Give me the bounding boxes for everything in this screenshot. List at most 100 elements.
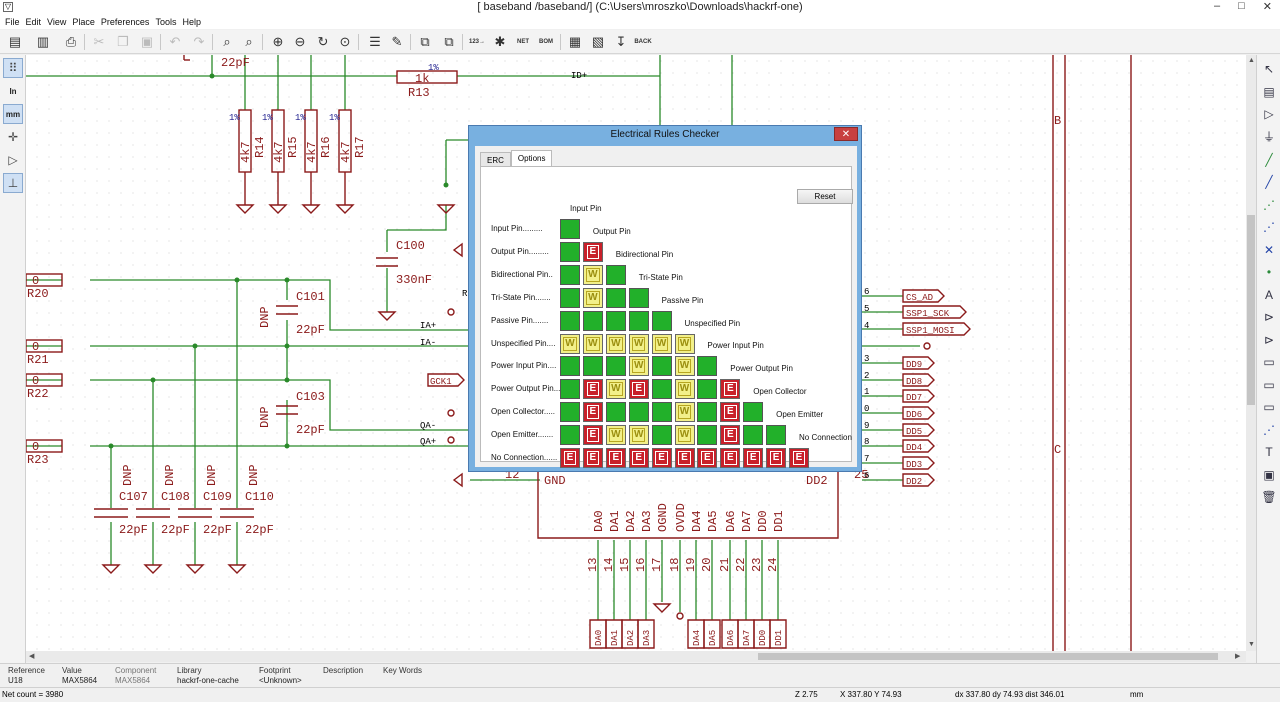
matrix-cell[interactable]: W bbox=[628, 333, 649, 354]
units-inch-button[interactable]: In bbox=[9, 86, 17, 96]
matrix-cell[interactable] bbox=[605, 287, 626, 308]
library-browser-icon[interactable]: ⧉ bbox=[444, 34, 454, 49]
matrix-cell[interactable] bbox=[605, 310, 626, 331]
hier-sheet-icon[interactable]: ▭ bbox=[1263, 354, 1275, 369]
matrix-cell[interactable] bbox=[560, 287, 580, 308]
import-sheet-pin-icon[interactable]: ▭ bbox=[1263, 377, 1275, 392]
no-connect-icon[interactable]: ✕ bbox=[1263, 242, 1275, 257]
find-replace-icon[interactable]: ⌕ bbox=[245, 34, 253, 49]
matrix-cell[interactable]: E bbox=[605, 448, 626, 468]
menu-edit[interactable]: Edit bbox=[25, 17, 42, 27]
scroll-right-icon[interactable]: ▶ bbox=[1235, 653, 1241, 660]
matrix-cell[interactable]: E bbox=[720, 448, 741, 468]
matrix-cell[interactable] bbox=[560, 425, 580, 446]
matrix-cell[interactable] bbox=[560, 264, 580, 285]
minimize-icon[interactable]: – bbox=[1214, 0, 1221, 12]
junction-icon[interactable]: • bbox=[1266, 264, 1272, 279]
matrix-cell[interactable] bbox=[605, 402, 626, 423]
matrix-cell[interactable] bbox=[651, 425, 672, 446]
import-footprint-icon[interactable]: ↧ bbox=[615, 34, 627, 49]
leave-sheet-icon[interactable]: ✎ bbox=[391, 34, 403, 49]
hier-label-icon[interactable]: ⊳ bbox=[1263, 332, 1275, 347]
matrix-cell[interactable] bbox=[697, 425, 718, 446]
matrix-cell[interactable]: E bbox=[766, 448, 787, 468]
open-icon[interactable]: ▥ bbox=[36, 34, 50, 49]
place-bus-icon[interactable]: ╱ bbox=[1265, 174, 1273, 189]
matrix-cell[interactable]: E bbox=[582, 448, 603, 468]
matrix-cell[interactable] bbox=[697, 379, 718, 400]
matrix-cell[interactable]: E bbox=[582, 379, 603, 400]
pcbnew-icon[interactable]: ▧ bbox=[591, 34, 605, 49]
library-editor-icon[interactable]: ⧉ bbox=[420, 34, 430, 49]
menu-file[interactable]: File bbox=[5, 17, 20, 27]
wire-angle-icon[interactable]: ⊥ bbox=[3, 173, 23, 193]
matrix-cell[interactable]: W bbox=[582, 264, 603, 285]
bom-icon[interactable]: BOM bbox=[539, 39, 553, 45]
matrix-cell[interactable]: E bbox=[697, 448, 718, 468]
cut-icon[interactable]: ✂ bbox=[93, 34, 105, 49]
menu-preferences[interactable]: Preferences bbox=[100, 17, 150, 27]
tab-erc[interactable]: ERC bbox=[480, 152, 511, 166]
delete-icon[interactable]: 🗑 bbox=[1261, 489, 1277, 504]
global-label-icon[interactable]: ⊳ bbox=[1263, 309, 1275, 324]
matrix-cell[interactable]: W bbox=[674, 356, 695, 377]
matrix-cell[interactable]: W bbox=[605, 425, 626, 446]
matrix-cell[interactable] bbox=[560, 379, 580, 400]
erc-icon[interactable]: ✱ bbox=[494, 34, 506, 49]
matrix-cell[interactable] bbox=[628, 310, 649, 331]
matrix-cell[interactable]: E bbox=[674, 448, 695, 468]
matrix-cell[interactable] bbox=[560, 310, 580, 331]
matrix-cell[interactable]: E bbox=[628, 379, 649, 400]
cvpcb-icon[interactable]: ▦ bbox=[568, 34, 582, 49]
graphic-line-icon[interactable]: ⋰ bbox=[1263, 422, 1275, 437]
matrix-cell[interactable] bbox=[582, 310, 603, 331]
netlist-icon[interactable]: NET bbox=[517, 39, 529, 45]
eeschema-app-icon[interactable]: ▽ bbox=[3, 2, 13, 12]
scroll-down-icon[interactable]: ▼ bbox=[1248, 641, 1255, 648]
undo-icon[interactable]: ↶ bbox=[169, 34, 181, 49]
matrix-cell[interactable] bbox=[582, 356, 603, 377]
matrix-cell[interactable]: W bbox=[651, 333, 672, 354]
image-icon[interactable]: ▣ bbox=[1263, 467, 1275, 482]
matrix-cell[interactable]: W bbox=[674, 333, 695, 354]
bus-bus-entry-icon[interactable]: ⋰ bbox=[1263, 219, 1275, 234]
matrix-cell[interactable]: W bbox=[582, 333, 603, 354]
matrix-cell[interactable] bbox=[697, 356, 718, 377]
matrix-cell[interactable] bbox=[743, 425, 764, 446]
matrix-cell[interactable] bbox=[766, 425, 787, 446]
matrix-cell[interactable]: E bbox=[582, 402, 603, 423]
matrix-cell[interactable] bbox=[743, 402, 764, 423]
zoom-in-icon[interactable]: ⊕ bbox=[272, 34, 284, 49]
text-icon[interactable]: T bbox=[1265, 444, 1273, 459]
matrix-cell[interactable] bbox=[628, 287, 649, 308]
matrix-cell[interactable]: E bbox=[628, 448, 649, 468]
menu-tools[interactable]: Tools bbox=[155, 17, 177, 27]
back-annotate-icon[interactable]: BACK bbox=[634, 39, 652, 45]
menu-view[interactable]: View bbox=[47, 17, 67, 27]
menu-place[interactable]: Place bbox=[72, 17, 95, 27]
matrix-cell[interactable]: W bbox=[605, 379, 626, 400]
scroll-left-icon[interactable]: ◀ bbox=[29, 653, 35, 660]
scroll-up-icon[interactable]: ▲ bbox=[1248, 57, 1255, 64]
sheet-pin-icon[interactable]: ▭ bbox=[1263, 399, 1275, 414]
matrix-cell[interactable] bbox=[560, 241, 580, 262]
reset-button[interactable]: Reset bbox=[797, 189, 853, 204]
horizontal-scrollbar[interactable]: ◀ ▶ bbox=[26, 651, 1246, 662]
matrix-cell[interactable]: E bbox=[720, 379, 741, 400]
place-power-icon[interactable]: ⏚ bbox=[1262, 130, 1275, 144]
redo-icon[interactable]: ↷ bbox=[193, 34, 205, 49]
annotate-icon[interactable]: 123→ bbox=[468, 39, 485, 45]
matrix-cell[interactable]: E bbox=[743, 448, 764, 468]
matrix-cell[interactable]: W bbox=[628, 356, 649, 377]
place-component-icon[interactable]: ▷ bbox=[1264, 106, 1274, 121]
horizontal-scroll-thumb[interactable] bbox=[758, 653, 1218, 660]
maximize-icon[interactable]: □ bbox=[1238, 0, 1245, 12]
tab-options[interactable]: Options bbox=[510, 150, 553, 166]
matrix-cell[interactable]: W bbox=[674, 379, 695, 400]
new-sheet-icon[interactable]: ▤ bbox=[8, 34, 22, 49]
matrix-cell[interactable] bbox=[560, 356, 580, 377]
select-arrow-icon[interactable]: ↖ bbox=[1263, 61, 1275, 76]
matrix-cell[interactable] bbox=[651, 356, 672, 377]
place-wire-icon[interactable]: ╱ bbox=[1265, 152, 1273, 167]
copy-icon[interactable]: ❐ bbox=[117, 34, 129, 49]
